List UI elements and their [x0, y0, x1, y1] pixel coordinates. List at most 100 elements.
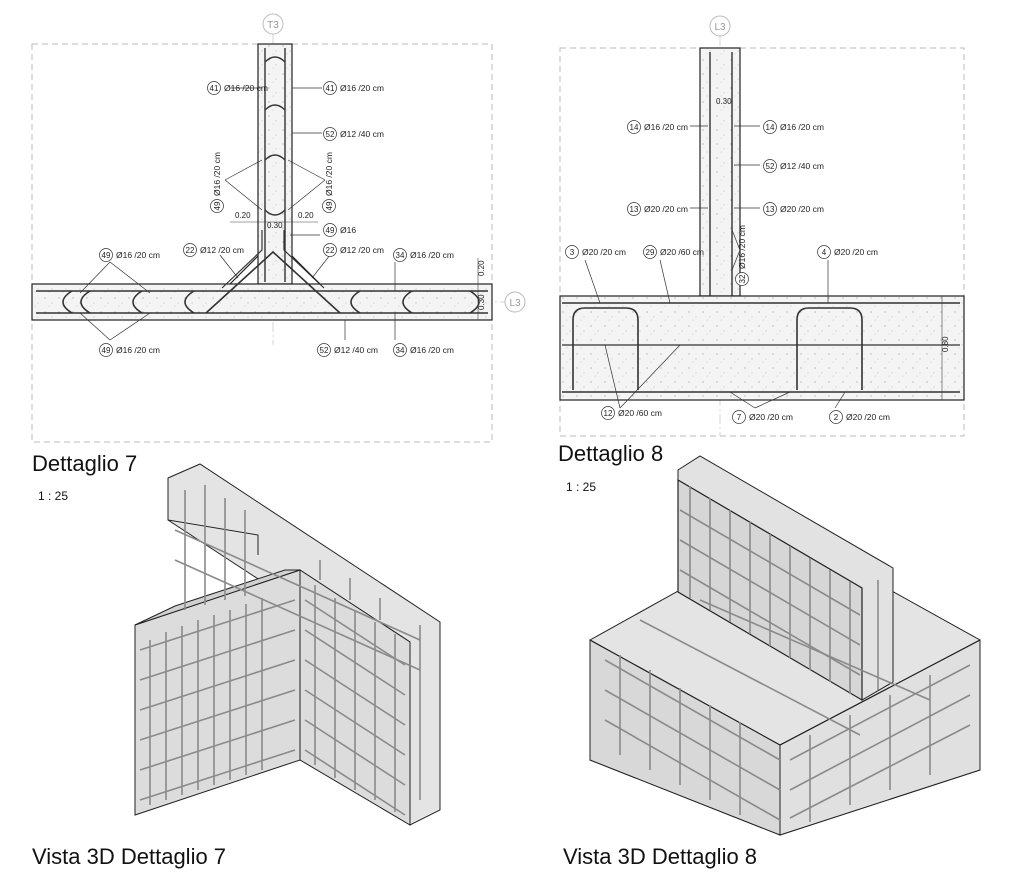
- detail8-callout-11: 2 Ø20 /20 cm: [829, 410, 890, 424]
- detail-8-scale: 1 : 25: [566, 480, 597, 494]
- detail-8-drawing: L3 0.30 0.80: [559, 15, 965, 437]
- detail8-callout-7: 4 Ø20 /20 cm: [817, 245, 878, 259]
- callout-text: Ø20 /20 cm: [846, 412, 890, 422]
- callout-number: 14: [766, 123, 775, 132]
- detail8-callout-2: 52 Ø12 /40 cm: [763, 159, 824, 173]
- detail8-callout-5: 3 Ø20 /20 cm: [565, 245, 626, 259]
- callout-number: 49: [325, 201, 334, 210]
- detail7-callout-4: 49 Ø16 /20 cm: [322, 152, 336, 213]
- grid-label-l3-detail8: L3: [714, 22, 726, 33]
- detail-7-drawing: T3 L3 0.20 0.20 0.30 0.20 0.30: [31, 13, 526, 443]
- detail7-callout-1: 41 Ø16 /20 cm: [323, 81, 384, 95]
- callout-text: Ø16 /20 cm: [737, 225, 747, 269]
- detail8-callout-1: 14 Ø16 /20 cm: [763, 120, 824, 134]
- callout-text: Ø16 /20 cm: [644, 122, 688, 132]
- callout-number: 34: [396, 346, 405, 355]
- callout-text: Ø20 /20 cm: [834, 247, 878, 257]
- dim-wall-thickness: 0.30: [716, 97, 732, 106]
- callout-text: Ø16 /20 cm: [116, 250, 160, 260]
- callout-text: Ø16 /20 cm: [116, 345, 160, 355]
- detail8-callout-8: 32 Ø16 /20 cm: [735, 225, 749, 286]
- callout-number: 7: [737, 413, 742, 422]
- detail7-callout-8: 49 Ø16 /20 cm: [99, 248, 160, 262]
- rebar-cage-8: [604, 486, 971, 822]
- view-3d-detail-8: [589, 455, 981, 836]
- callout-text: Ø20 /20 cm: [644, 204, 688, 214]
- callout-number: 2: [834, 413, 839, 422]
- callout-number: 34: [396, 251, 405, 260]
- dim-slab: 0.30: [477, 294, 486, 310]
- callout-number: 14: [630, 123, 639, 132]
- callout-number: 22: [326, 246, 335, 255]
- callout-number: 52: [766, 162, 775, 171]
- callout-number: 52: [320, 346, 329, 355]
- callout-number: 52: [326, 130, 335, 139]
- view-3d-8-title: Vista 3D Dettaglio 8: [563, 844, 758, 869]
- callout-text: Ø16 /20 cm: [212, 152, 222, 196]
- dim-0-20-right: 0.20: [298, 211, 314, 220]
- dim-0-20-left: 0.20: [235, 211, 251, 220]
- callout-number: 41: [210, 84, 219, 93]
- callout-number: 49: [102, 346, 111, 355]
- detail-8-footing: [559, 295, 965, 401]
- callout-number: 29: [646, 248, 655, 257]
- callout-number: 49: [326, 226, 335, 235]
- detail8-callout-4: 13 Ø20 /20 cm: [763, 202, 824, 216]
- grid-label-l3: L3: [509, 298, 521, 309]
- callout-number: 49: [213, 201, 222, 210]
- rebar-cage-7: [139, 485, 421, 816]
- view-3d-7-title: Vista 3D Dettaglio 7: [32, 844, 227, 869]
- callout-number: 13: [630, 205, 639, 214]
- detail8-callout-3: 13 Ø20 /20 cm: [627, 202, 688, 216]
- callout-text: Ø20 /60 cm: [618, 408, 662, 418]
- callout-text: Ø20 /20 cm: [780, 204, 824, 214]
- callout-text: Ø20 /20 cm: [749, 412, 793, 422]
- detail7-callout-10: 49 Ø16 /20 cm: [99, 343, 160, 357]
- detail7-callout-3: 49 Ø16 /20 cm: [210, 152, 224, 213]
- detail-8-frame: [559, 47, 965, 437]
- detail7-callout-5: 49 Ø16: [323, 223, 356, 237]
- detail-7-wall: [257, 43, 293, 285]
- callout-text: Ø16 /20 cm: [780, 122, 824, 132]
- grid-label-t3: T3: [267, 20, 279, 31]
- detail-7-scale: 1 : 25: [38, 489, 69, 503]
- callout-text: Ø16 /20 cm: [410, 345, 454, 355]
- view-3d-detail-7: [134, 463, 441, 826]
- callout-number: 4: [822, 248, 827, 257]
- callout-number: 41: [326, 84, 335, 93]
- callout-text: Ø16: [340, 225, 356, 235]
- callout-number: 13: [766, 205, 775, 214]
- detail-7-title: Dettaglio 7: [32, 451, 138, 476]
- dim-footing-height: 0.80: [941, 336, 950, 352]
- callout-text: Ø12 /40 cm: [780, 161, 824, 171]
- detail7-callout-12: 34 Ø16 /20 cm: [393, 343, 454, 357]
- callout-number: 32: [738, 274, 747, 283]
- callout-text: Ø12 /40 cm: [340, 129, 384, 139]
- callout-text: Ø16 /20 cm: [340, 83, 384, 93]
- detail8-callout-0: 14 Ø16 /20 cm: [627, 120, 688, 134]
- callout-text: Ø20 /20 cm: [582, 247, 626, 257]
- detail-7-slab: [31, 230, 493, 321]
- detail8-callout-6: 29 Ø20 /60 cm: [643, 245, 704, 259]
- dim-slab-top: 0.20: [477, 260, 486, 276]
- callout-number: 49: [102, 251, 111, 260]
- detail-8-title: Dettaglio 8: [558, 441, 664, 466]
- callout-text: Ø20 /60 cm: [660, 247, 704, 257]
- callout-text: Ø16 /20 cm: [324, 152, 334, 196]
- callout-number: 3: [570, 248, 575, 257]
- callout-text: Ø12 /40 cm: [334, 345, 378, 355]
- detail7-callout-2: 52 Ø12 /40 cm: [323, 127, 384, 141]
- detail7-callout-11: 52 Ø12 /40 cm: [317, 343, 378, 357]
- callout-text: Ø16 /20 cm: [224, 83, 268, 93]
- detail7-callout-0: 41 Ø16 /20 cm: [207, 81, 268, 95]
- detail8-callout-10: 7 Ø20 /20 cm: [732, 410, 793, 424]
- callout-text: Ø12 /20 cm: [200, 245, 244, 255]
- dim-0-30: 0.30: [267, 221, 283, 230]
